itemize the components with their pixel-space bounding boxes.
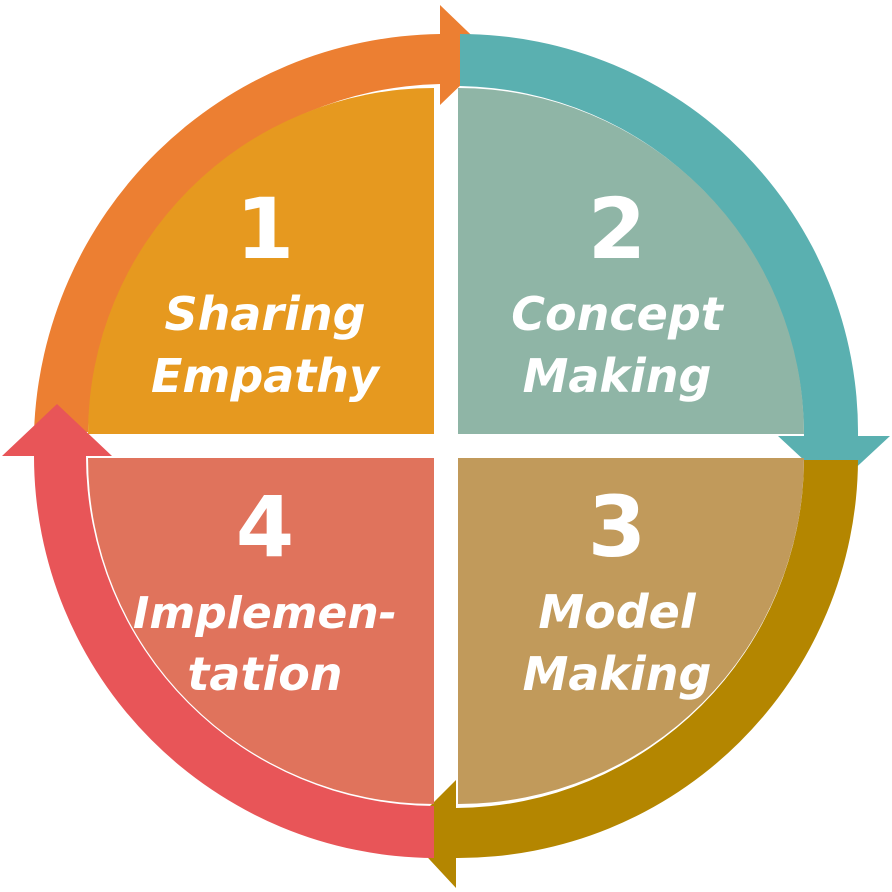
stage-3-label: 3 Model Making [523,478,712,701]
arrow-ring [2,5,890,888]
stage-2-label: 2 Concept Making [511,180,725,403]
arrow-stage-3 [404,460,858,888]
stage-1-number: 1 [236,180,294,278]
arrow-stage-4 [2,404,434,858]
stage-2-title-line-2: Making [523,349,712,403]
stage-2-number: 2 [588,180,646,278]
stage-3-number: 3 [588,478,646,576]
quadrant-stage-4 [88,458,434,804]
quadrant-stage-3 [458,458,804,804]
stage-1-title-line-2: Empathy [151,349,381,403]
quadrant-stage-1 [88,88,434,434]
stage-4-label: 4 Implemen- tation [133,478,397,701]
quadrant-stage-2 [458,88,804,434]
stage-3-title-line-2: Making [523,647,712,701]
stage-4-title-line-1: Implemen- [133,588,397,639]
stage-2-title-line-1: Concept [511,287,725,341]
stage-4-number: 4 [236,478,294,576]
stage-1-title-line-1: Sharing [164,287,365,341]
stage-3-title-line-1: Model [538,585,697,639]
arrow-stage-2 [460,33,890,488]
stage-1-label: 1 Sharing Empathy [151,180,381,403]
stage-4-title-line-2: tation [187,647,342,701]
quadrants [88,88,804,804]
arrow-stage-1 [34,5,492,432]
